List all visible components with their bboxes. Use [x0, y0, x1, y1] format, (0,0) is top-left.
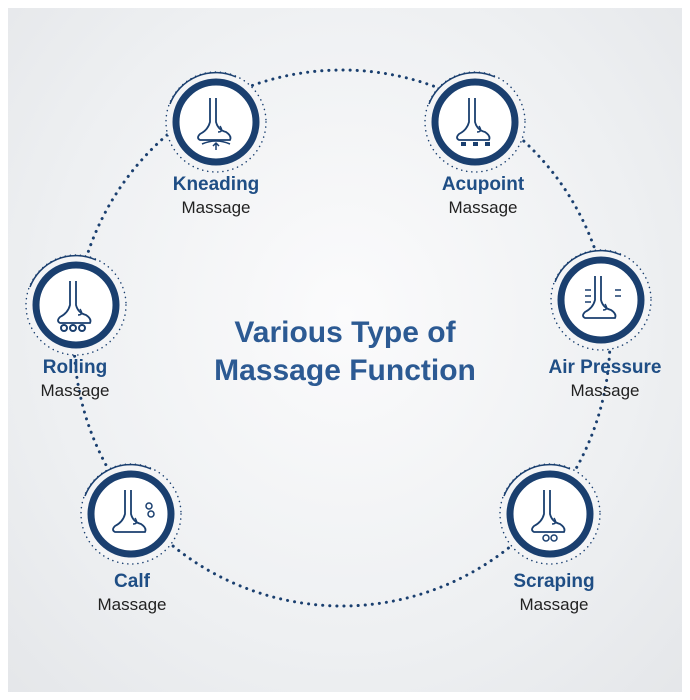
node-scraping: Scraping Massage — [479, 571, 629, 615]
node-title: Kneading — [172, 174, 260, 195]
node-subtitle: Massage — [181, 198, 251, 217]
node-title: Scraping — [513, 571, 595, 592]
foot-kneading-icon — [165, 71, 267, 173]
node-rolling: Rolling Massage — [0, 357, 150, 401]
node-title: Rolling — [42, 357, 108, 378]
node-kneading: Kneading Massage — [141, 174, 291, 218]
foot-air-pressure-icon — [550, 249, 652, 351]
foot-acupoint-icon — [424, 71, 526, 173]
node-subtitle: Massage — [448, 198, 518, 217]
title-line-2: Massage Function — [214, 354, 476, 387]
node-calf: Calf Massage — [57, 571, 207, 615]
node-subtitle: Massage — [570, 381, 640, 400]
node-air-pressure: Air Pressure Massage — [530, 357, 680, 401]
node-acupoint: Acupoint Massage — [408, 174, 558, 218]
foot-rolling-icon — [25, 254, 127, 356]
node-subtitle: Massage — [519, 595, 589, 614]
node-subtitle: Massage — [40, 381, 110, 400]
node-title: Acupoint — [441, 174, 525, 195]
node-title: Air Pressure — [548, 357, 662, 378]
foot-calf-icon — [80, 463, 182, 565]
title-line-1: Various Type of — [234, 316, 456, 349]
foot-scraping-icon — [499, 463, 601, 565]
node-title: Calf — [114, 571, 150, 592]
node-subtitle: Massage — [97, 595, 167, 614]
diagram-title: Various Type of Massage Function — [145, 314, 545, 390]
